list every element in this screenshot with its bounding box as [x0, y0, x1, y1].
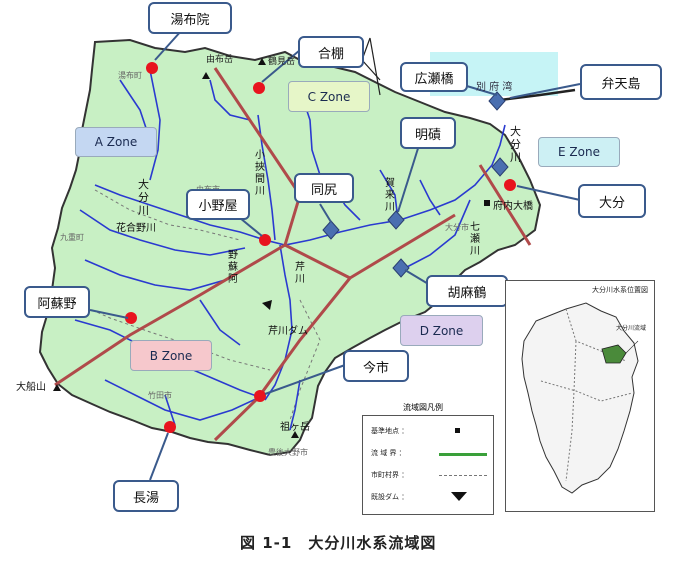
label-yufu-town: 湯布町	[118, 71, 142, 80]
base-point-icon	[484, 200, 490, 206]
callout-yufuin: 湯布院	[148, 2, 232, 34]
dam-icon	[262, 300, 272, 310]
legend-basin-boundary-line	[439, 453, 487, 456]
label-oita-shi: 大分市	[445, 223, 469, 232]
municipal-boundary	[69, 299, 271, 371]
legend: 流域図凡例 基準地点 ： 流 域 界 ： 市町村界 ： 既設ダム ：	[362, 403, 494, 515]
municipal-boundary	[94, 189, 241, 241]
zone-b-badge: B Zone	[130, 340, 212, 371]
inset-title: 大分川水系位置図	[592, 286, 648, 294]
label-sobo: 祖ヶ岳	[280, 422, 310, 433]
point-myoseki	[491, 157, 509, 177]
point-imaichi	[254, 390, 266, 402]
legend-title: 流域図凡例	[403, 403, 443, 412]
legend-basin-boundary: 流 域 界 ：	[371, 449, 406, 457]
mountain-sobo-icon	[291, 431, 299, 438]
inset-oita-basin	[601, 344, 627, 364]
zone-a-badge: A Zone	[75, 127, 157, 157]
callout-leaders	[89, 29, 581, 481]
label-tsurumidake: 鶴見岳	[268, 57, 296, 67]
label-hanaaino: 花合野川	[116, 223, 156, 234]
label-yufudake: 由布岳	[206, 55, 234, 65]
municipal-boundary	[289, 299, 321, 421]
label-serikawa: 芹 川	[295, 262, 305, 285]
callout-onoya: 小野屋	[186, 189, 250, 220]
point-hirosebashi	[488, 91, 506, 111]
point-oita	[504, 179, 516, 191]
label-kemachi: 賀 来 川	[385, 178, 395, 213]
inset-location-map: 大分川水系位置図 大分川流域	[505, 280, 655, 512]
label-nanase: 七 瀬 川	[470, 222, 480, 257]
kyushu-outline	[521, 302, 639, 494]
callout-dojiri: 同尻	[294, 173, 354, 203]
point-onoya	[259, 234, 271, 246]
legend-municipal-boundary: 市町村界 ：	[371, 471, 409, 479]
point-gomazuru	[392, 258, 410, 278]
mountain-tsurumidake-icon	[258, 58, 266, 65]
mountain-ofunayama-icon	[53, 384, 61, 391]
callout-oita: 大分	[578, 184, 646, 218]
diamond-points	[322, 91, 509, 278]
label-oita-gawa-west: 大 分 川	[138, 178, 149, 217]
zone-e-badge: E Zone	[538, 137, 620, 167]
callout-imaichi: 今市	[343, 350, 409, 382]
legend-base-point: 基準地点 ：	[371, 427, 409, 435]
mountain-yufudake-icon	[202, 72, 210, 79]
observation-points	[125, 62, 516, 433]
legend-municipal-boundary-line	[439, 475, 487, 476]
zone-c-badge: C Zone	[288, 81, 370, 112]
point-nagayu	[164, 421, 176, 433]
legend-existing-dam: 既設ダム ：	[371, 493, 409, 501]
callout-gomazuru: 胡麻鶴	[426, 275, 508, 307]
label-bungo-ono: 豊後大野市	[268, 448, 308, 457]
point-gohoko	[253, 82, 265, 94]
figure-caption: 図 1-1 大分川水系流域図	[240, 534, 437, 552]
label-asogawa: 野 蘇 阿	[228, 250, 238, 285]
callout-myoseki: 明磧	[400, 117, 456, 149]
point-kemachi	[387, 210, 405, 230]
label-funaiohashi: 府内大橋	[493, 201, 533, 212]
label-ofunayama: 大船山	[16, 382, 46, 393]
zone-d-badge: D Zone	[400, 315, 483, 346]
callout-gohoko: 合棚	[298, 36, 364, 68]
zone-boundaries	[54, 67, 532, 442]
label-onokawa: 小 挾 間 川	[255, 150, 265, 197]
legend-base-point-icon	[455, 428, 460, 433]
railway-line	[369, 37, 381, 96]
point-asono	[125, 312, 137, 324]
point-yufuin	[146, 62, 158, 74]
inset-marker-label: 大分川流域	[616, 325, 647, 332]
callout-bentenjima: 弁天島	[580, 64, 662, 100]
callout-asono: 阿蘇野	[24, 286, 90, 318]
label-kokonoe: 九重町	[60, 233, 84, 242]
label-taketa: 竹田市	[148, 391, 172, 400]
legend-dam-icon	[451, 492, 467, 501]
label-oita-gawa-east: 大 分 川	[510, 125, 521, 164]
point-dojiri	[322, 220, 340, 240]
callout-nagayu: 長湯	[113, 480, 179, 512]
label-beppu-wan: 別 府 湾	[476, 82, 513, 93]
callout-hirosebashi: 広瀬橋	[400, 62, 468, 92]
label-serikawa-dam: 芹川ダム	[268, 326, 308, 337]
